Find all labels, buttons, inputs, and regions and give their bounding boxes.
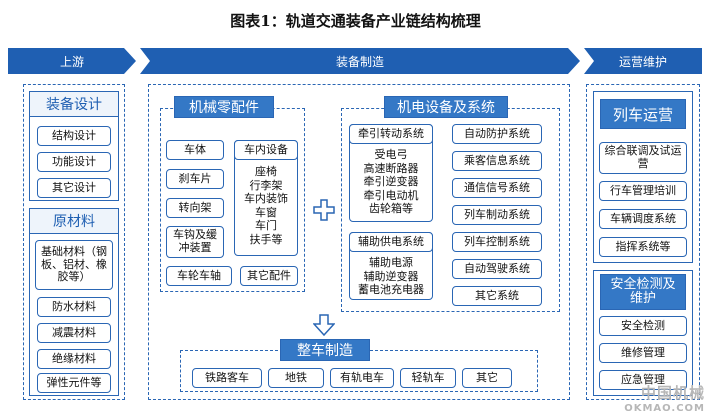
elec-item-pis: 乘客信息系统 <box>452 151 542 171</box>
midstream-panel <box>148 84 570 400</box>
upstream-panel <box>23 84 125 400</box>
safety-item-emergency: 应急管理 <box>599 370 687 390</box>
traction-item: 齿轮箱等 <box>369 202 413 215</box>
elec-item-atp: 自动防护系统 <box>452 124 542 144</box>
design-item-function: 功能设计 <box>37 152 111 172</box>
assembly-title: 整车制造 <box>280 339 370 361</box>
electrical-title: 机电设备及系统 <box>384 96 508 118</box>
traction-title: 牵引转动系统 <box>349 124 433 144</box>
material-item-insulation: 绝缘材料 <box>37 349 111 369</box>
aux-item: 辅助逆变器 <box>363 269 419 283</box>
interior-title: 车内设备 <box>234 140 298 160</box>
assembly-item-lightrail: 轻轨车 <box>400 368 456 388</box>
safety-title: 安全检测及维护 <box>600 274 686 310</box>
ops-item-training: 行车管理培训 <box>599 181 687 201</box>
aux-list: 辅助电源 辅助逆变器 蓄电池充电器 <box>349 256 433 297</box>
aux-item: 辅助电源 <box>369 256 413 269</box>
assembly-item-railcar: 铁路客车 <box>192 368 262 388</box>
interior-list: 座椅 行李架 车内装饰 车窗 车门 扶手等 <box>234 165 298 246</box>
elec-item-ato: 自动驾驶系统 <box>452 259 542 279</box>
elec-item-brake: 列车制动系统 <box>452 205 542 225</box>
assembly-item-metro: 地铁 <box>268 368 324 388</box>
traction-item: 牵引逆变器 <box>363 175 419 188</box>
header-upstream: 上游 <box>8 48 136 74</box>
ops-item-dispatch: 车辆调度系统 <box>599 209 687 229</box>
interior-item: 车内装饰 <box>244 192 288 205</box>
interior-item: 座椅 <box>255 165 277 178</box>
material-item-damping: 减震材料 <box>37 323 111 343</box>
header-downstream: 运营维护 <box>584 48 702 74</box>
elec-item-control: 列车控制系统 <box>452 232 542 252</box>
aux-title: 辅助供电系统 <box>349 232 433 252</box>
mech-item-other: 其它配件 <box>240 266 298 286</box>
arrow-down-icon <box>313 314 335 336</box>
material-item-waterproof: 防水材料 <box>37 297 111 317</box>
downstream-panel <box>586 84 700 400</box>
interior-item: 扶手等 <box>249 232 283 246</box>
elec-item-signal: 通信信号系统 <box>452 178 542 198</box>
watermark: 中国机械 OKMAO.COM <box>624 382 705 414</box>
ops-title: 列车运营 <box>600 99 686 129</box>
traction-list: 受电弓 高速断路器 牵引逆变器 牵引电动机 齿轮箱等 <box>349 148 433 216</box>
watermark-en: OKMAO.COM <box>624 403 705 414</box>
material-item-basic: 基础材料（钢板、铝材、橡胶等） <box>35 240 113 290</box>
page-title: 图表1：轨道交通装备产业链结构梳理 <box>230 12 481 30</box>
design-title: 装备设计 <box>29 91 119 117</box>
interior-item: 车窗 <box>255 205 277 219</box>
safety-item-maintenance: 维修管理 <box>599 343 687 363</box>
interior-item: 车门 <box>255 219 277 232</box>
mech-item-body: 车体 <box>166 140 224 160</box>
aux-item: 蓄电池充电器 <box>358 283 424 296</box>
elec-item-other: 其它系统 <box>452 286 542 306</box>
traction-item: 受电弓 <box>374 148 408 161</box>
traction-item: 牵引电动机 <box>363 188 419 202</box>
material-item-elastic: 弹性元件等 <box>37 373 111 393</box>
design-item-structure: 结构设计 <box>37 126 111 146</box>
ops-item-command: 指挥系统等 <box>599 237 687 257</box>
design-item-other: 其它设计 <box>37 178 111 198</box>
assembly-item-other: 其它 <box>462 368 512 388</box>
assembly-item-tram: 有轨电车 <box>330 368 394 388</box>
mechanical-title: 机械零配件 <box>174 96 274 118</box>
safety-item-inspection: 安全检测 <box>599 316 687 336</box>
mech-item-bogie: 转向架 <box>166 198 224 218</box>
traction-item: 高速断路器 <box>363 161 419 175</box>
ops-item-trial: 综合联调及试运营 <box>599 142 687 174</box>
mech-item-brake: 刹车片 <box>166 169 224 189</box>
mech-item-wheel: 车轮车轴 <box>166 266 232 286</box>
plus-icon <box>313 199 335 221</box>
header-midstream: 装备制造 <box>140 48 580 74</box>
watermark-cn: 中国机械 <box>640 384 705 402</box>
mech-item-coupler: 车钩及缓冲装置 <box>166 226 224 258</box>
interior-item: 行李架 <box>249 178 283 192</box>
material-title: 原材料 <box>29 208 119 234</box>
